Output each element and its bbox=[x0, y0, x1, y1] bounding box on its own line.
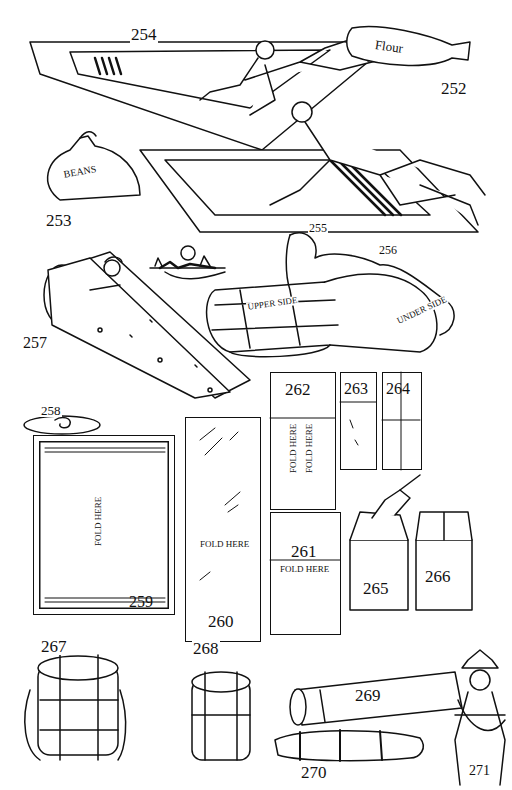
callout-number: 264 bbox=[386, 381, 410, 397]
moon-scene bbox=[150, 246, 225, 279]
blanket-diagram: 263 bbox=[340, 372, 377, 470]
fold-label: FOLD HERE bbox=[289, 424, 298, 473]
callout-number: 259 bbox=[129, 594, 153, 610]
blanket-diagram: FOLD HERE 259 bbox=[33, 435, 175, 615]
callout-number: 254 bbox=[130, 26, 158, 43]
bedroll bbox=[207, 233, 454, 357]
callout-number: 271 bbox=[468, 764, 491, 778]
rope-coil bbox=[24, 416, 100, 434]
callout-number: 256 bbox=[378, 244, 398, 256]
callout-number: 253 bbox=[45, 212, 73, 229]
callout-number: 258 bbox=[40, 404, 62, 417]
blanket-diagram: FOLD HERE 260 bbox=[185, 417, 261, 642]
fold-label: FOLD HERE bbox=[94, 497, 103, 546]
tied-roll bbox=[275, 730, 423, 761]
beans-bag bbox=[48, 132, 140, 200]
callout-number: 263 bbox=[344, 381, 368, 397]
man-figure bbox=[200, 38, 485, 225]
fold-label: FOLD HERE bbox=[305, 424, 314, 473]
callout-number: 266 bbox=[424, 568, 452, 585]
blanket-diagram: 261FOLD HERE bbox=[270, 512, 341, 635]
sleeping-bag bbox=[44, 252, 250, 398]
callout-number: 267 bbox=[40, 638, 68, 655]
back-pack bbox=[192, 672, 250, 760]
callout-number: 257 bbox=[22, 335, 48, 351]
callout-number: 265 bbox=[362, 580, 390, 597]
hand-folding bbox=[350, 475, 420, 610]
callout-number: 255 bbox=[308, 222, 328, 234]
back-pack bbox=[25, 655, 126, 760]
fold-label: FOLD HERE bbox=[200, 540, 249, 549]
blanket-roll bbox=[290, 672, 462, 725]
callout-number: 269 bbox=[354, 687, 382, 704]
callout-number: 268 bbox=[192, 640, 220, 657]
blanket-diagram: 262FOLD HERE FOLD HERE bbox=[270, 372, 336, 510]
fold-label: FOLD HERE bbox=[280, 565, 329, 574]
flour-bag bbox=[347, 26, 470, 65]
bag-label: Flour bbox=[373, 38, 405, 55]
blanket-diagram: 264 bbox=[382, 372, 422, 470]
scout-figure bbox=[455, 650, 505, 785]
callout-number: 261 bbox=[291, 543, 317, 560]
callout-number: 270 bbox=[300, 764, 328, 781]
callout-number: 262 bbox=[285, 381, 311, 398]
folded-blanket bbox=[416, 512, 472, 610]
callout-number: 252 bbox=[440, 80, 468, 97]
callout-number: 260 bbox=[208, 613, 234, 630]
